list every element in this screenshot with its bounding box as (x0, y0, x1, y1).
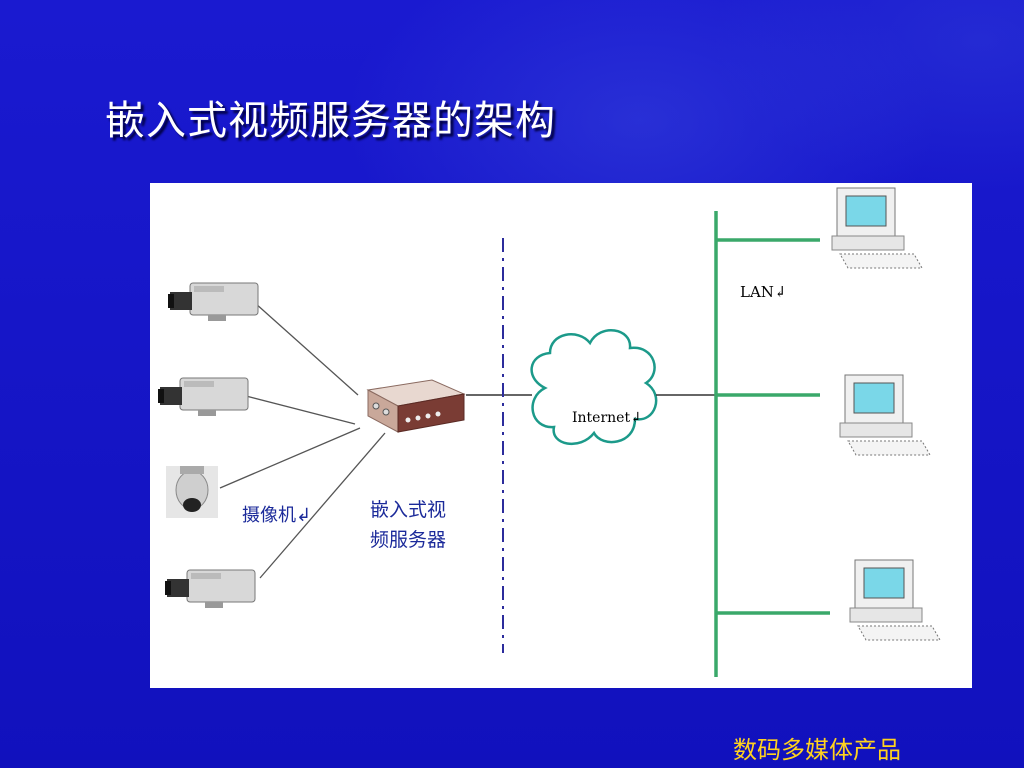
diagram-canvas (158, 187, 941, 677)
internet-cloud-icon (530, 329, 658, 446)
camera-icon (165, 569, 256, 608)
architecture-diagram: 摄像机↲ 嵌入式视 频服务器 Internet↲ LAN↲ (150, 183, 972, 688)
video-server-icon (366, 379, 466, 433)
footer-label: 数码多媒体产品 (733, 736, 901, 764)
camera-label: 摄像机↲ (242, 505, 312, 526)
camera-link-3 (219, 427, 361, 489)
lan-label: LAN↲ (740, 283, 787, 301)
server-label-line2: 频服务器 (370, 529, 447, 551)
computer-icon (831, 187, 923, 269)
computer-icon (839, 374, 931, 456)
server-label-line1: 嵌入式视 (370, 499, 447, 521)
camera-link-2 (245, 395, 356, 425)
internet-label: Internet↲ (572, 410, 642, 426)
slide-title: 嵌入式视频服务器的架构 (105, 98, 556, 144)
lan-backbone (714, 211, 830, 677)
computer-icon (849, 559, 941, 641)
camera-icon (168, 282, 259, 321)
camera-links (219, 302, 386, 579)
dome-camera-icon (166, 466, 218, 518)
camera-link-4 (259, 432, 386, 579)
camera-icon (158, 377, 249, 416)
server-label: 嵌入式视 频服务器 (370, 495, 470, 555)
camera-link-1 (254, 302, 359, 396)
